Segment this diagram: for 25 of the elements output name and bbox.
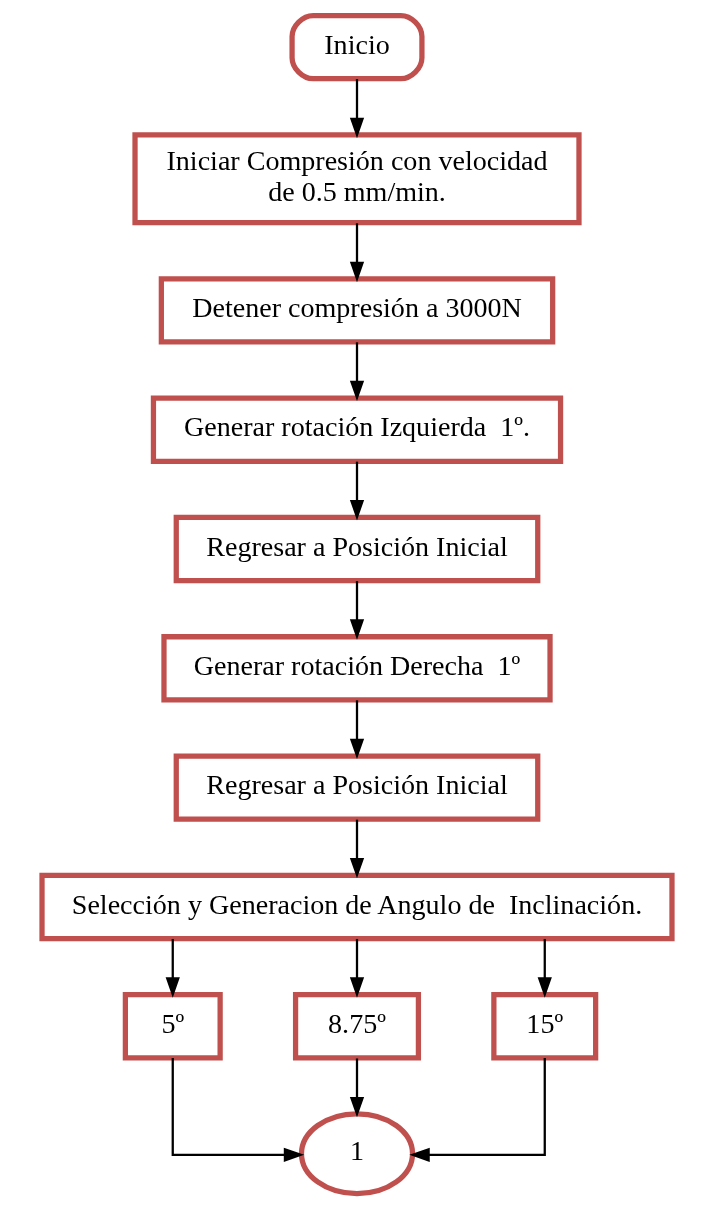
- arrow: [165, 938, 180, 998]
- node-ellipse: 1: [298, 1111, 415, 1197]
- arrow: [349, 1058, 364, 1118]
- node-box: 5º: [122, 992, 223, 1061]
- arrow: [171, 1058, 304, 1162]
- arrow: [349, 342, 364, 402]
- node-box: Selección y Generacion de Angulo de Inclinación.: [38, 872, 675, 942]
- node-box: 15º: [490, 992, 598, 1061]
- node-box: Iniciar Compresión con velocidad de 0.5 mm/min.: [131, 132, 582, 226]
- arrow: [349, 223, 364, 283]
- node-box: Regresar a Posición Inicial: [173, 753, 540, 822]
- arrow: [349, 700, 364, 760]
- arrow: [537, 938, 552, 998]
- node-box: Generar rotación Izquierda 1º.: [150, 395, 563, 464]
- node-box: Inicio: [288, 12, 425, 82]
- arrow: [349, 938, 364, 998]
- node-box: 8.75º: [292, 992, 421, 1061]
- node-box: Detener compresión a 3000N: [158, 276, 555, 345]
- arrow: [349, 461, 364, 521]
- arrow: [349, 79, 364, 139]
- node-box: Regresar a Posición Inicial: [173, 514, 540, 584]
- node-box: Generar rotación Derecha 1º: [160, 634, 553, 703]
- arrow: [349, 581, 364, 640]
- arrow: [408, 1058, 546, 1162]
- arrow: [349, 819, 364, 879]
